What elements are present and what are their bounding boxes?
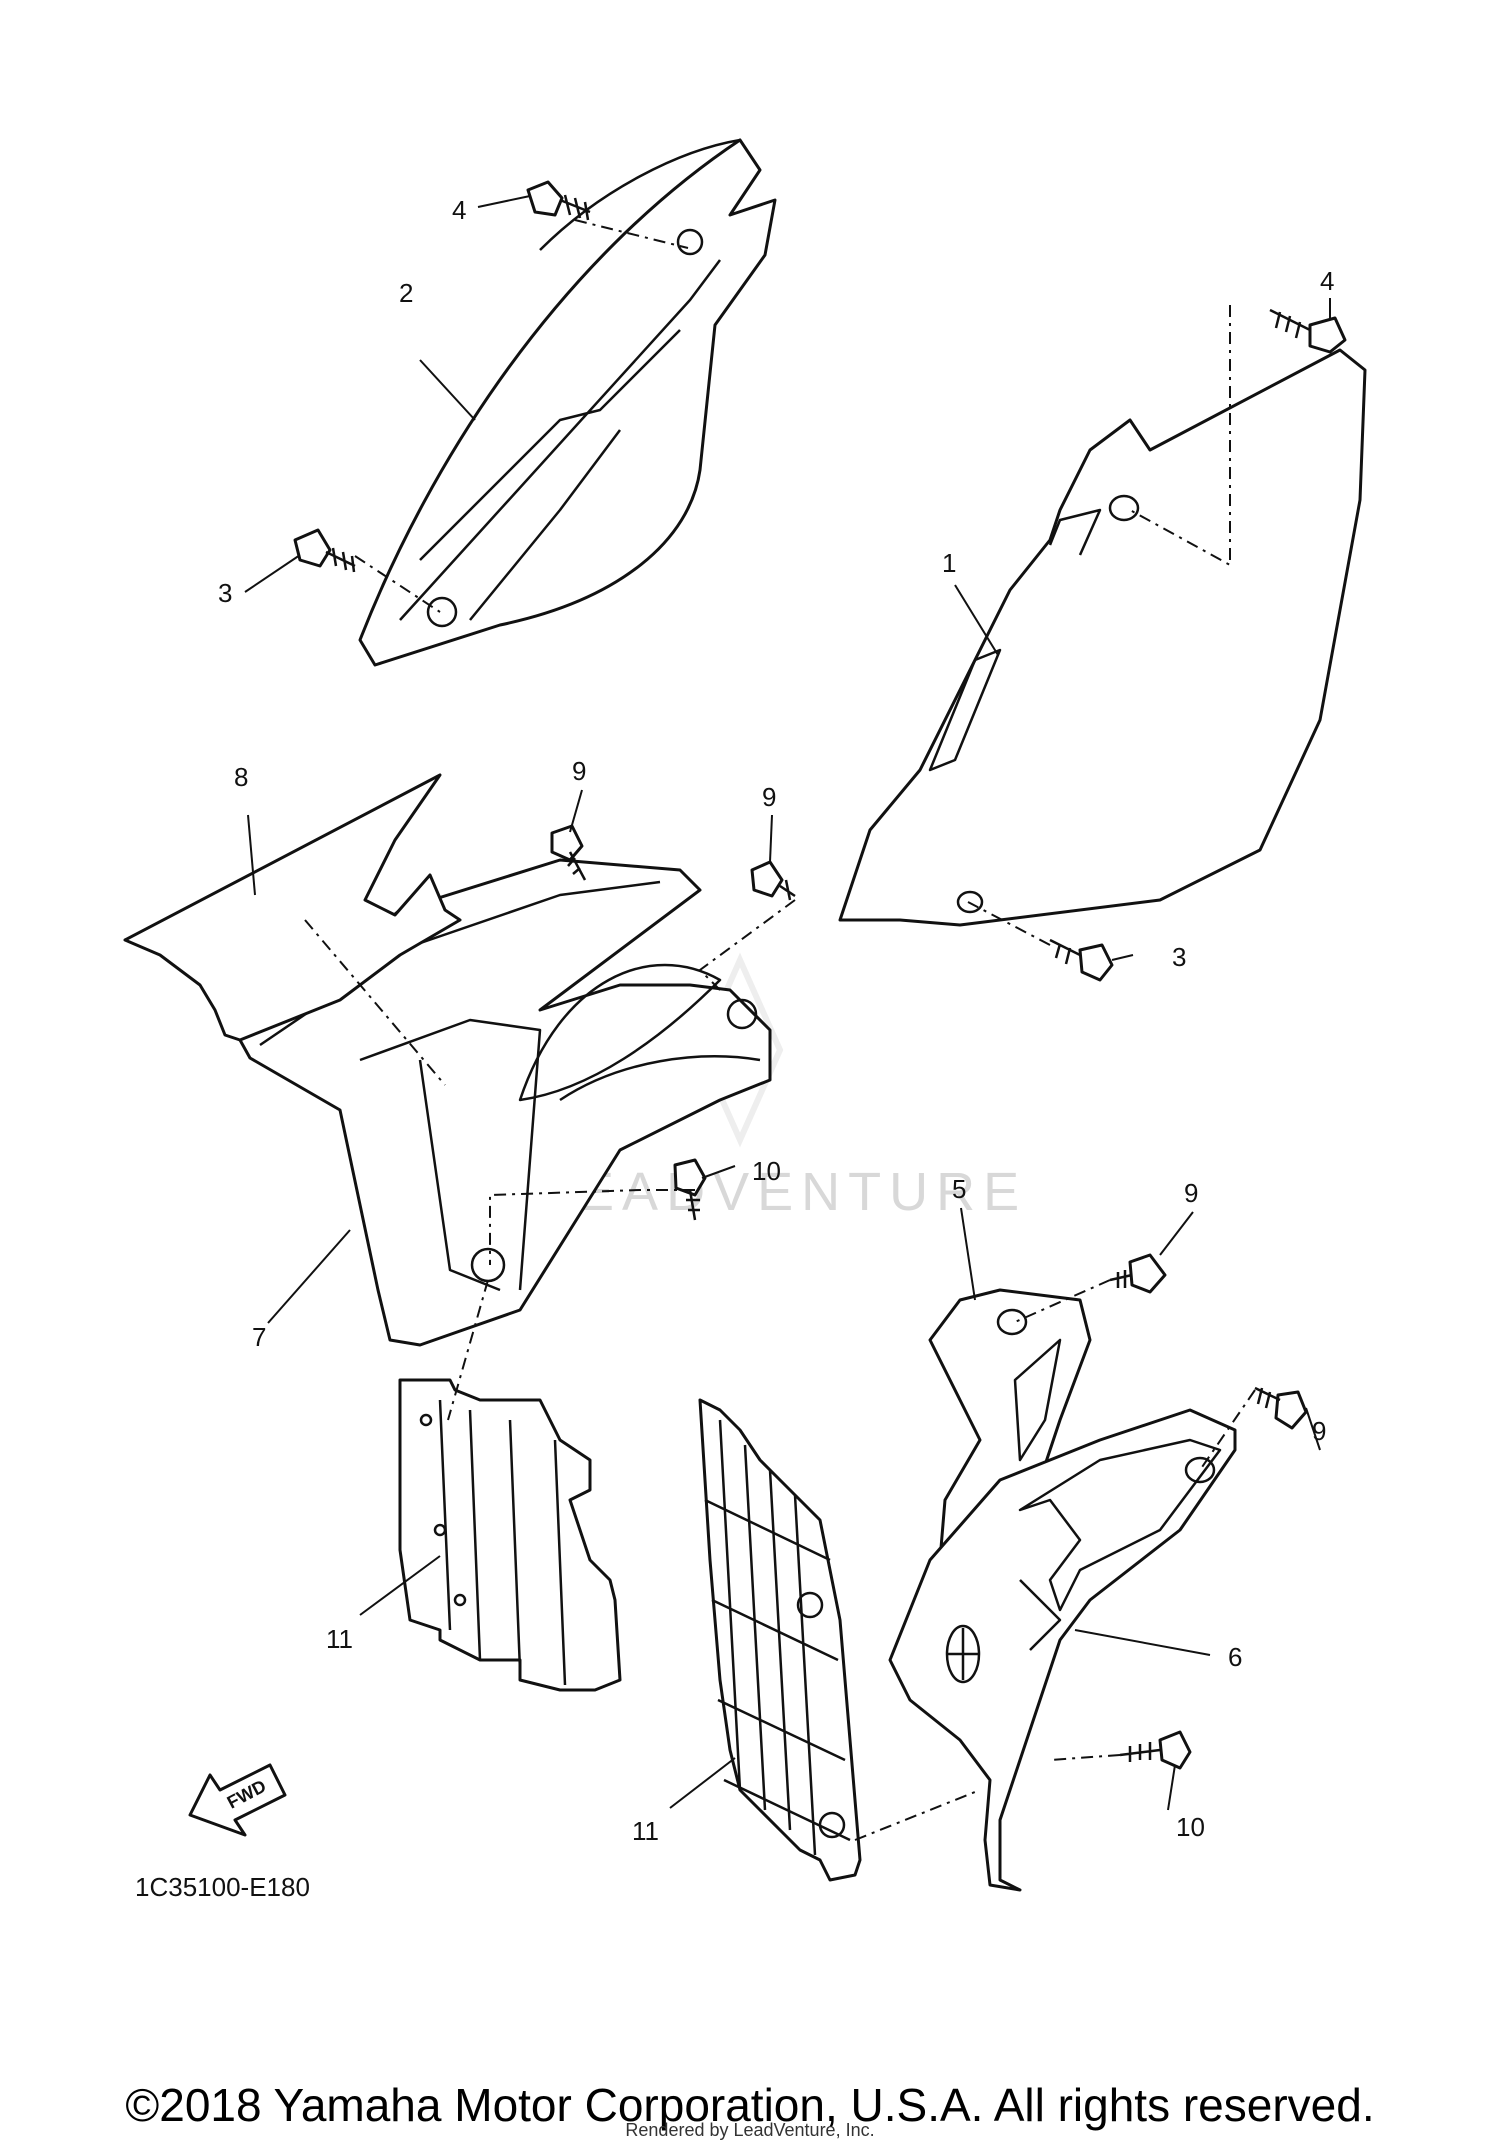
part-1-side-panel [838,348,1367,927]
fwd-arrow-icon: FWD [188,1763,287,1837]
bolt-4-upper-right [1269,308,1347,354]
bolt-4-upper-left [526,180,591,221]
part-11-louver-lower [698,1398,862,1882]
callout-2: 2 [399,278,413,308]
callouts: 1 2 3 3 4 4 5 6 7 8 9 9 9 9 10 10 11 11 [218,195,1334,1846]
part-6-shroud [888,1408,1237,1892]
callout-9-b: 9 [762,782,776,812]
callout-9-c: 9 [1184,1178,1198,1208]
bolt-9-a [550,824,587,881]
callout-3-left: 3 [218,578,232,608]
part-11-louver-upper [398,1378,622,1692]
copyright-text: ©2018 Yamaha Motor Corporation, U.S.A. A… [125,2079,1375,2131]
callout-4-right: 4 [1320,266,1334,296]
bolt-10-b [1119,1730,1192,1770]
part-7-radiator-shroud [238,858,772,1347]
callout-8: 8 [234,762,248,792]
callout-10-b: 10 [1176,1812,1205,1842]
callout-9-a: 9 [572,756,586,786]
callout-5: 5 [952,1174,966,1204]
watermark-text: LEADVENTURE [540,1162,1027,1222]
bolt-9-b [750,860,796,901]
callout-6: 6 [1228,1642,1242,1672]
bolt-9-d [1254,1386,1308,1430]
bolt-10-a [673,1158,707,1221]
part-8-decal [123,773,462,1042]
callout-4-left: 4 [452,195,466,225]
drawing-code: 1C35100-E180 [135,1872,310,1902]
bolt-3-left [293,528,356,573]
callout-11-upper: 11 [326,1624,353,1654]
callout-11-lower: 11 [632,1816,659,1846]
bolt-3-right [1049,938,1114,982]
callout-1: 1 [942,548,956,578]
bolt-9-c [1109,1253,1167,1294]
callout-7: 7 [252,1322,266,1352]
rendered-by-text: Rendered by LeadVenture, Inc. [625,2120,875,2140]
alignment-lines [304,219,1256,1841]
part-2-side-cover [358,138,777,667]
callout-3-right: 3 [1172,942,1186,972]
leader-lines [244,195,1331,1811]
callout-9-d: 9 [1312,1416,1326,1446]
callout-10-a: 10 [752,1156,781,1186]
